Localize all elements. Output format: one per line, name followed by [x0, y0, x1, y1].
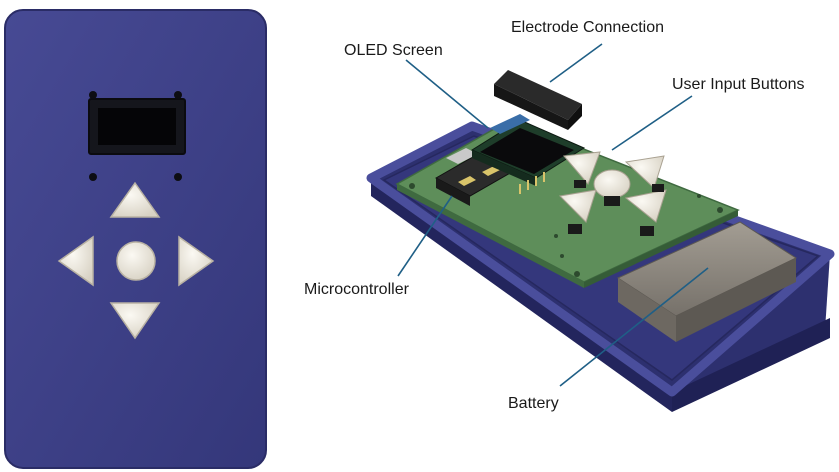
leader-lines	[397, 43, 709, 387]
leader-electrode	[549, 43, 603, 83]
up-arrow-button	[109, 181, 161, 218]
label-electrode-connection: Electrode Connection	[511, 19, 664, 36]
leader-oled	[405, 59, 489, 129]
mounting-hole	[89, 91, 97, 99]
mounting-hole	[89, 173, 97, 181]
label-user-input-buttons: User Input Buttons	[672, 76, 805, 93]
device-isometric-view	[366, 70, 835, 412]
electrode-connector	[494, 70, 582, 130]
device-front-panel	[4, 9, 267, 469]
leader-battery	[559, 267, 709, 387]
label-microcontroller: Microcontroller	[304, 281, 409, 298]
left-arrow-button	[57, 235, 94, 287]
label-oled-screen: OLED Screen	[344, 42, 443, 59]
right-arrow-button	[178, 235, 215, 287]
label-battery: Battery	[508, 395, 559, 412]
header-pins	[519, 172, 545, 194]
leader-buttons	[611, 95, 693, 151]
down-arrow-button	[109, 302, 161, 340]
device-front-view	[4, 9, 267, 469]
mounting-hole	[174, 91, 182, 99]
leader-mcu	[397, 195, 453, 277]
oled-module	[470, 114, 586, 186]
iso-buttons	[558, 151, 667, 236]
center-select-button	[116, 241, 156, 281]
mounting-hole	[174, 173, 182, 181]
